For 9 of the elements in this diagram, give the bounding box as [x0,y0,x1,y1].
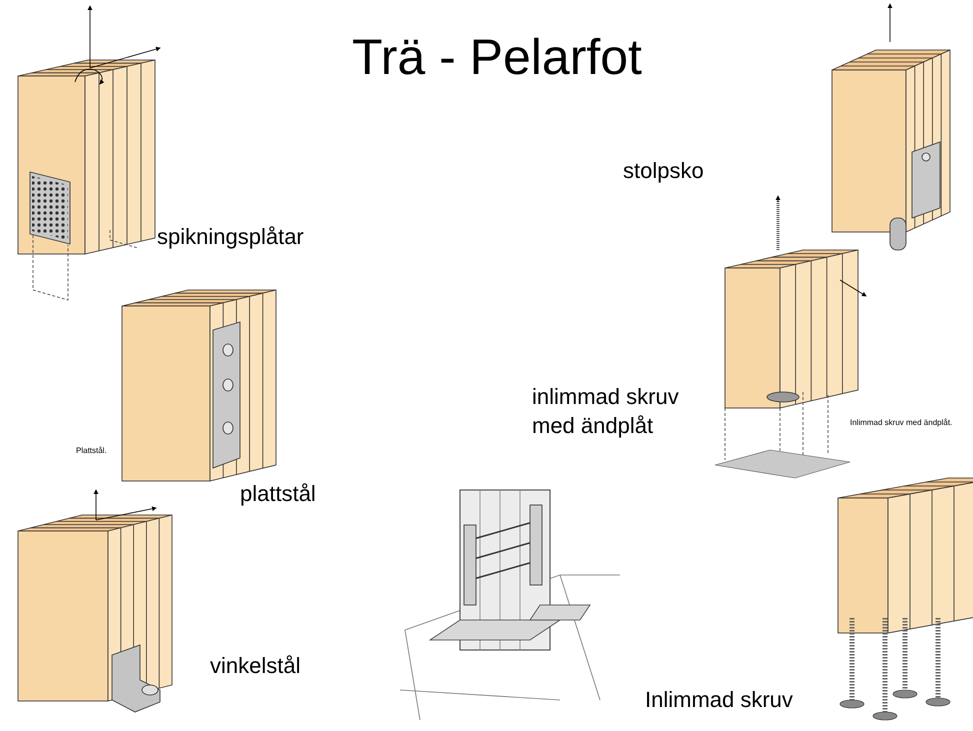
part-label: inlimmad skruv med ändplåt [532,383,680,440]
part-label: plattstål [240,480,317,508]
title: Trä - Pelarfot [351,28,643,86]
part-label: Inlimmad skruv [645,686,794,714]
part-label: vinkelstål [210,652,302,680]
part-label: spikningsplåtar [157,223,305,251]
caption-text: Inlimmad skruv med ändplåt. [850,418,954,428]
part-label: stolpsko [623,157,705,185]
caption-text: Plattstål. [76,446,108,456]
